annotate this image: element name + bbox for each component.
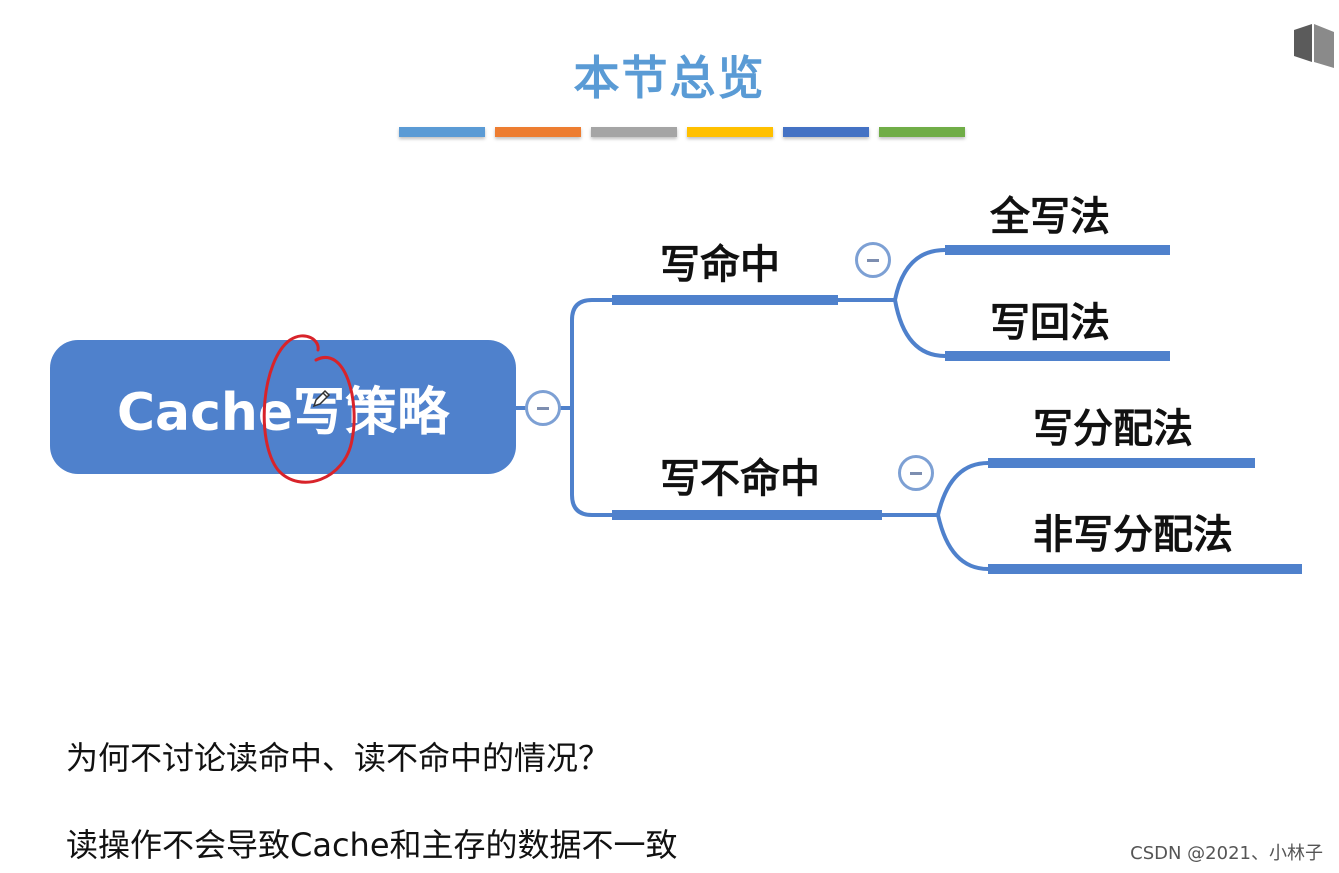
collapse-branch-1-button[interactable] xyxy=(855,242,891,278)
connector-branch-1-child-2 xyxy=(893,298,947,358)
color-bar-segment xyxy=(783,127,869,137)
color-bar-segment xyxy=(495,127,581,137)
connector-root-branch-2 xyxy=(570,406,614,517)
color-bar-segment xyxy=(879,127,965,137)
root-node[interactable]: Cache写策略 xyxy=(50,340,516,474)
branch-1-label[interactable]: 写命中 xyxy=(660,242,780,288)
connector-root-branch-1 xyxy=(514,298,614,410)
child-1-2-label[interactable]: 写回法 xyxy=(990,300,1110,346)
color-bar-segment xyxy=(399,127,485,137)
connector-branch-1-child-1 xyxy=(836,248,947,302)
collapse-root-button[interactable] xyxy=(525,390,561,426)
watermark: CSDN @2021、小林子 xyxy=(1130,843,1323,864)
note-question: 为何不讨论读命中、读不命中的情况？ xyxy=(66,739,611,777)
corner-logo-icon xyxy=(1294,24,1334,68)
child-2-2-label[interactable]: 非写分配法 xyxy=(1033,512,1233,558)
child-2-1-label[interactable]: 写分配法 xyxy=(1033,406,1193,452)
collapse-branch-2-button[interactable] xyxy=(898,455,934,491)
note-answer: 读操作不会导致Cache和主存的数据不一致 xyxy=(66,826,678,864)
connector-branch-2-child-2 xyxy=(936,513,990,571)
color-bar-segment xyxy=(687,127,773,137)
branch-2-label[interactable]: 写不命中 xyxy=(660,456,820,502)
color-bar-segment xyxy=(591,127,677,137)
pen-cursor-icon xyxy=(312,389,331,408)
child-1-1-label[interactable]: 全写法 xyxy=(990,194,1110,240)
root-node-label: Cache写策略 xyxy=(116,382,450,443)
page-title: 本节总览 xyxy=(573,51,766,105)
